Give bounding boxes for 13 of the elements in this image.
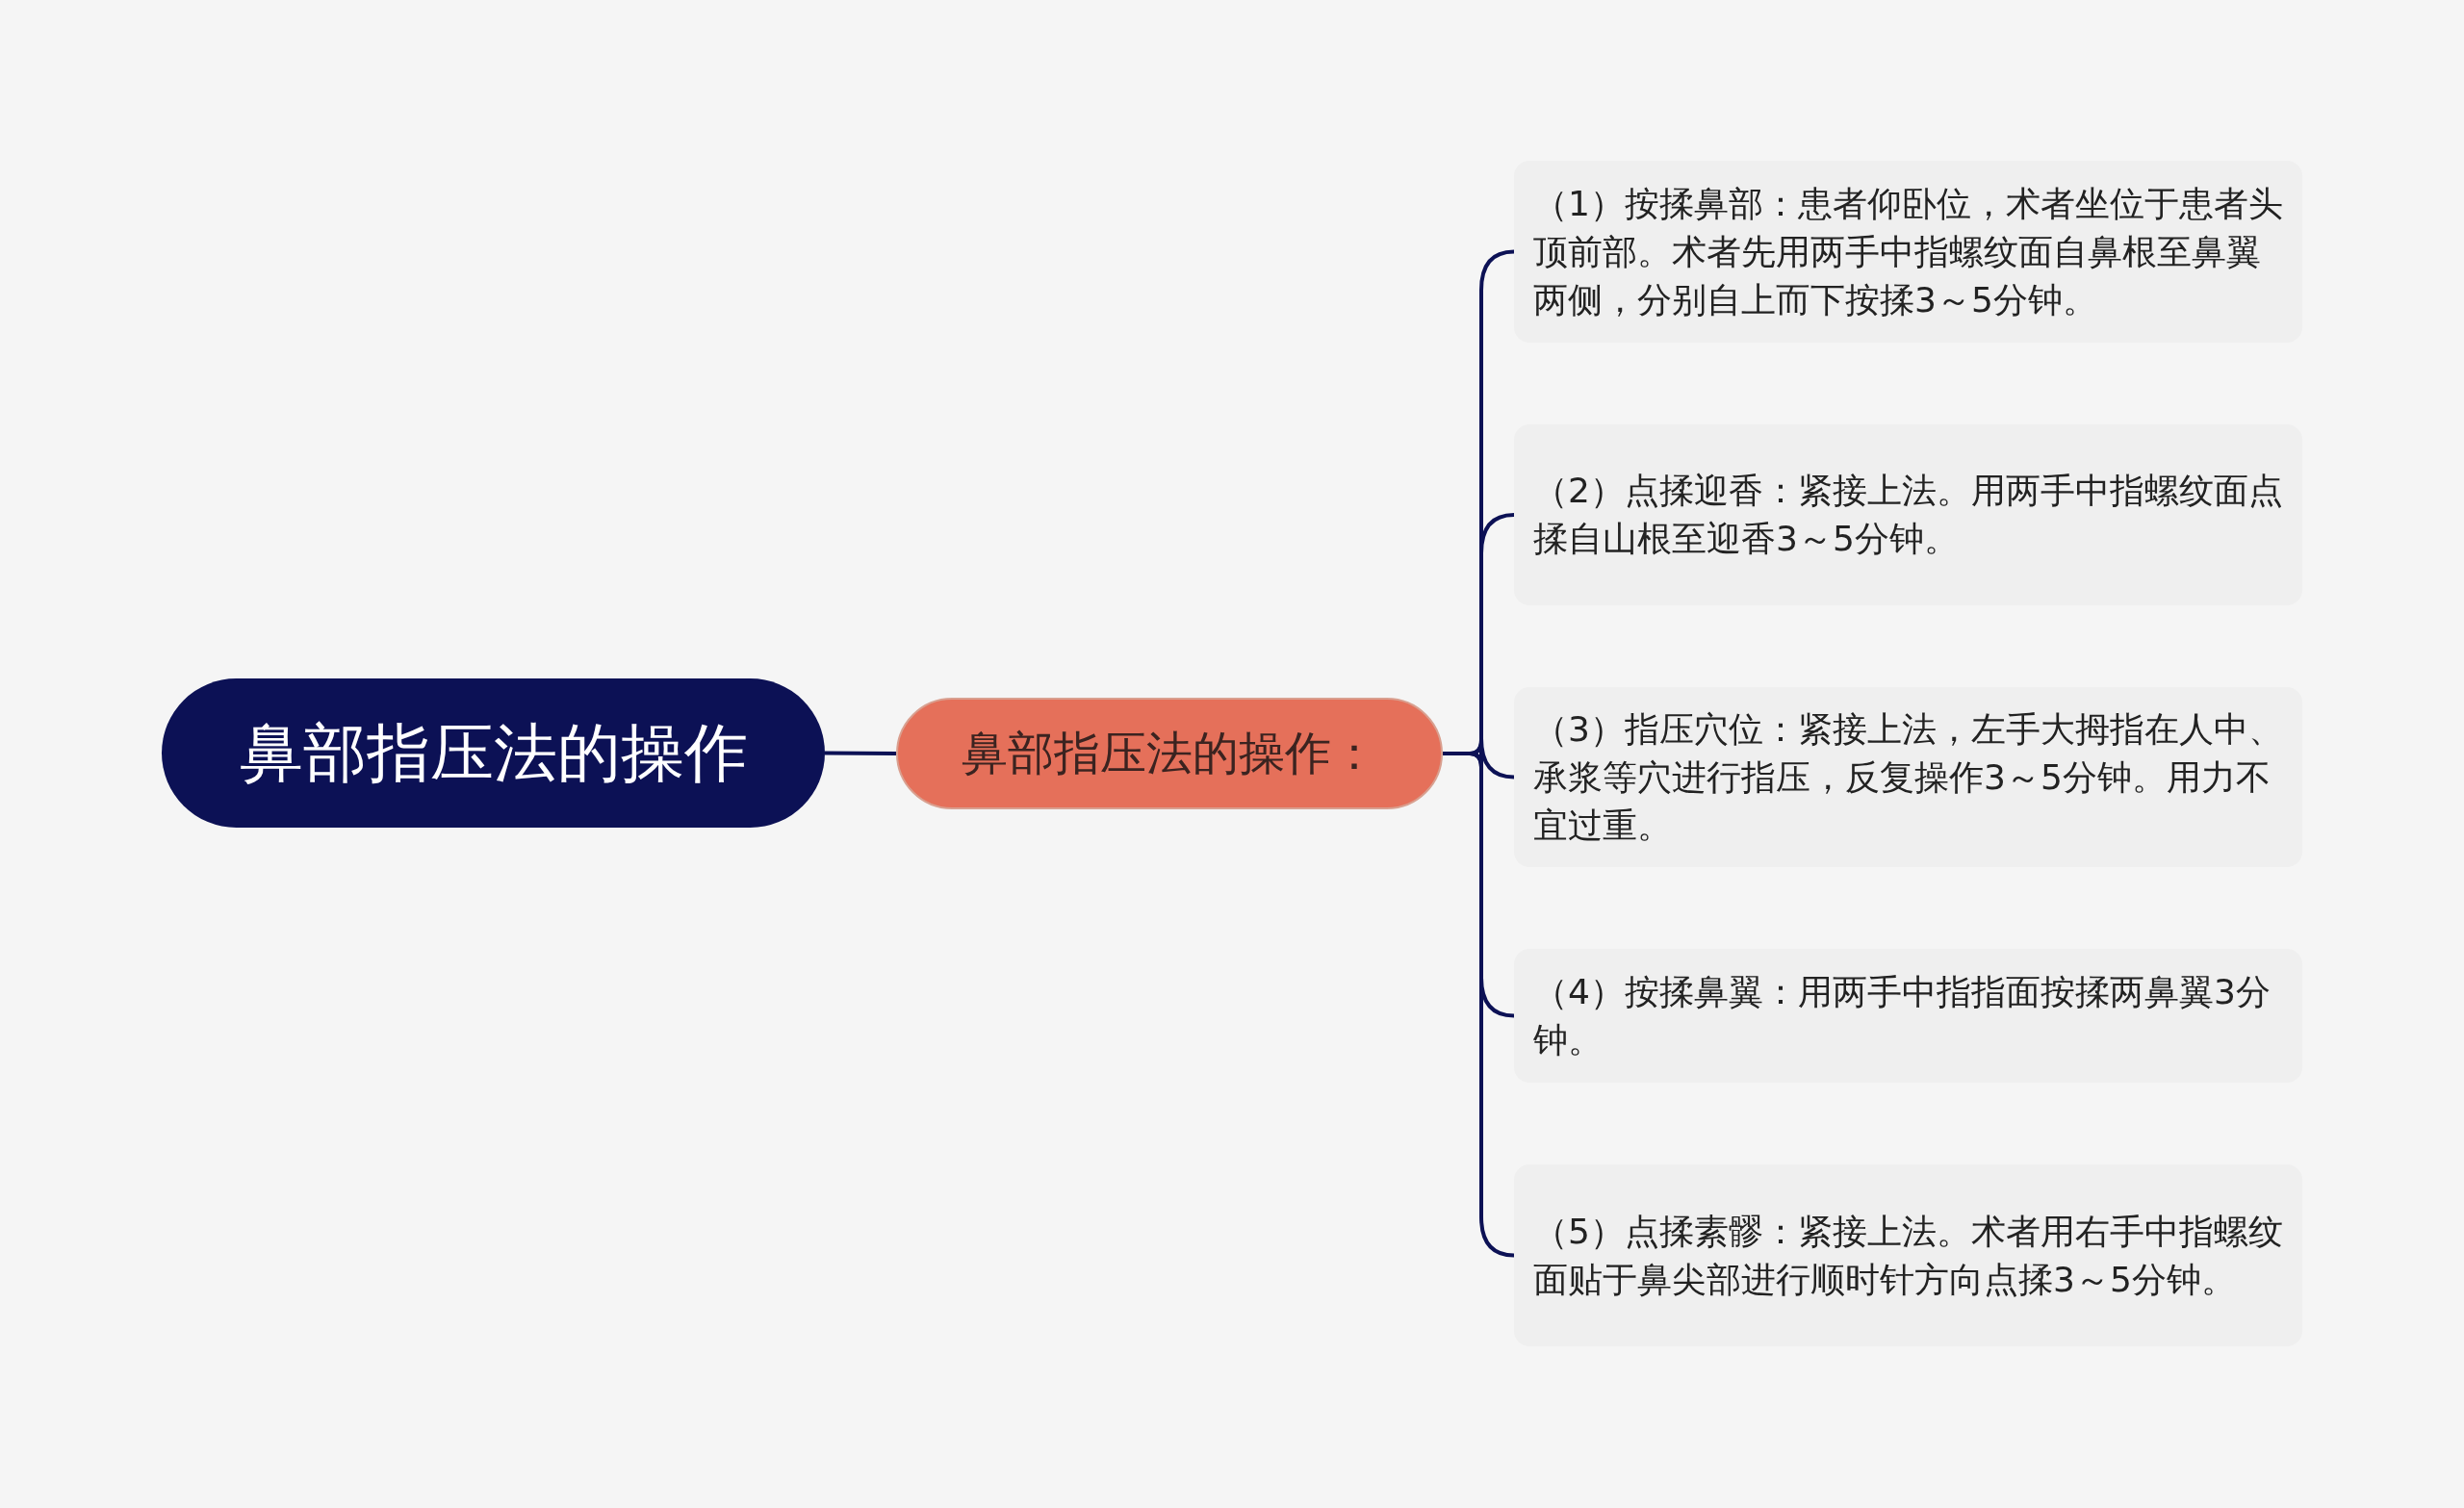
node-text: （5）点揉素髎：紧接上法。术者用右手中指螺纹面贴于鼻尖部进行顺时针方向点揉3～5分钟。 [1533,1210,2284,1301]
connector [825,751,896,755]
node-text: 鼻部指压法的操作： [962,725,1377,781]
text-box [1514,424,2302,605]
text-box [1514,161,2302,343]
node-text: （1）按揉鼻部：患者仰卧位，术者坐位于患者头顶前部。术者先用两手中指螺纹面自鼻根至鼻翼两侧，分别自上而下按揉3～5分钟。 [1533,182,2284,321]
node-text: （2）点揉迎香：紧接上法。用两手中指螺纹面点揉自山根至迎香3～5分钟。 [1533,470,2284,560]
text-box [1514,1164,2302,1346]
text-box [1514,687,2302,867]
text-box [1514,949,2302,1083]
node-text: 鼻部指压法的操作 [239,714,748,792]
node-text: （4）按揉鼻翼：用两手中指指面按揉两鼻翼3分钟。 [1533,970,2272,1061]
node-text: （3）指压穴位：紧接上法，左手大拇指在人中、承浆等穴进行指压，反复操作3～5分钟。用力不宜过重。 [1533,707,2284,847]
